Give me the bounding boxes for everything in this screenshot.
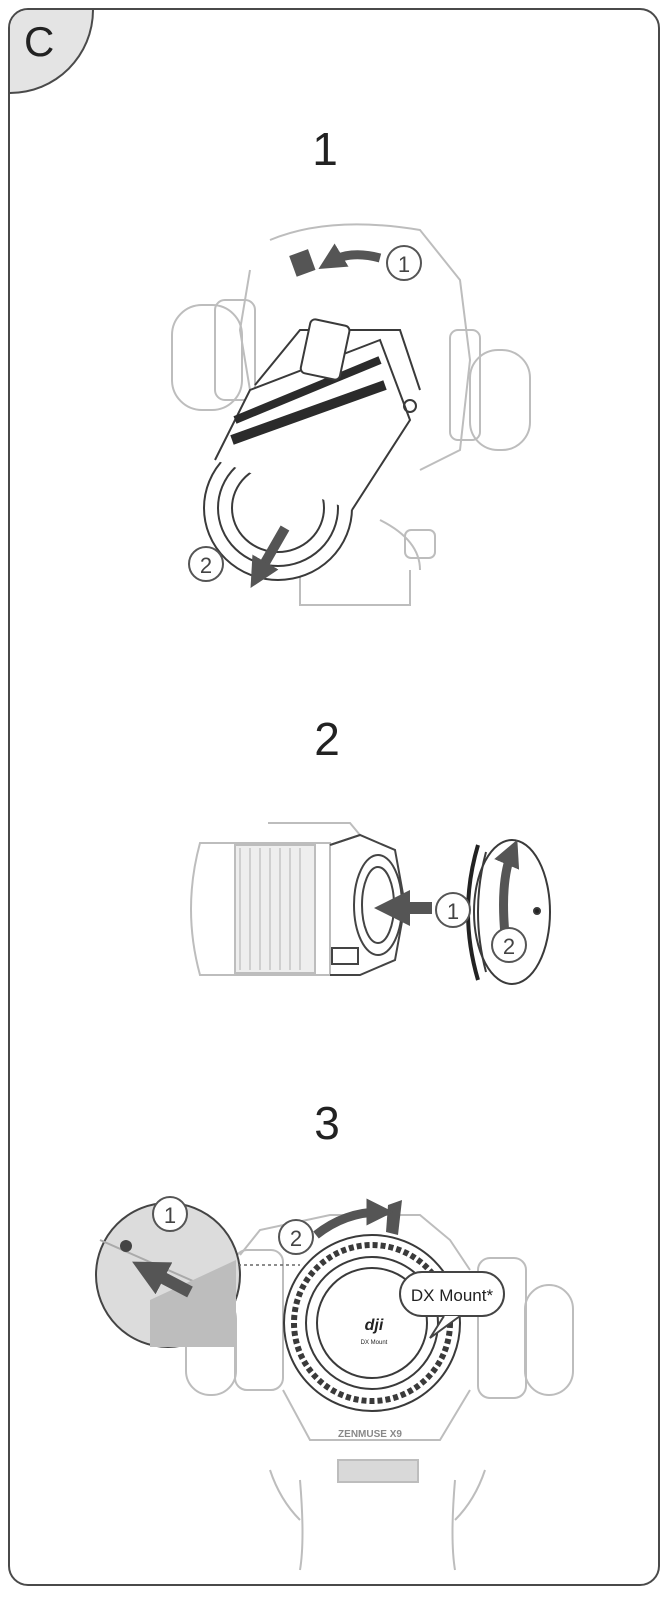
step-number-3: 3 (314, 1097, 340, 1149)
plate-label: DX Mount (361, 1340, 388, 1346)
marker-2-step1: 2 (200, 553, 212, 578)
lock-arrow-icon (313, 1198, 394, 1239)
marker-1-circle (386, 245, 422, 281)
zoom-detail (95, 1202, 300, 1348)
gimbal-label: ZENMUSE X9 (338, 1429, 402, 1440)
pull-arrow-icon (250, 525, 290, 589)
svg-text:1: 1 (164, 1203, 176, 1228)
step2-illustration (190, 822, 407, 976)
callout-label: DX Mount* (411, 1286, 494, 1305)
release-lever-icon (289, 249, 316, 277)
twist-arrow-icon (494, 839, 520, 936)
marker-1-step1: 1 (398, 252, 410, 277)
lock-lever-icon (386, 1200, 402, 1235)
slide-arrow-icon (132, 1261, 193, 1298)
svg-text:2: 2 (290, 1226, 302, 1251)
section-letter: C (24, 18, 55, 65)
dji-logo: dji (365, 1317, 384, 1334)
step-number-2: 2 (314, 713, 340, 765)
rotate-arrow-icon (318, 243, 382, 269)
section-tab: C (10, 10, 94, 94)
svg-text:1: 1 (447, 899, 459, 924)
step-number-1: 1 (312, 123, 338, 175)
svg-text:2: 2 (503, 934, 515, 959)
lens-step1 (203, 318, 421, 581)
marker-2-circle (188, 546, 224, 582)
